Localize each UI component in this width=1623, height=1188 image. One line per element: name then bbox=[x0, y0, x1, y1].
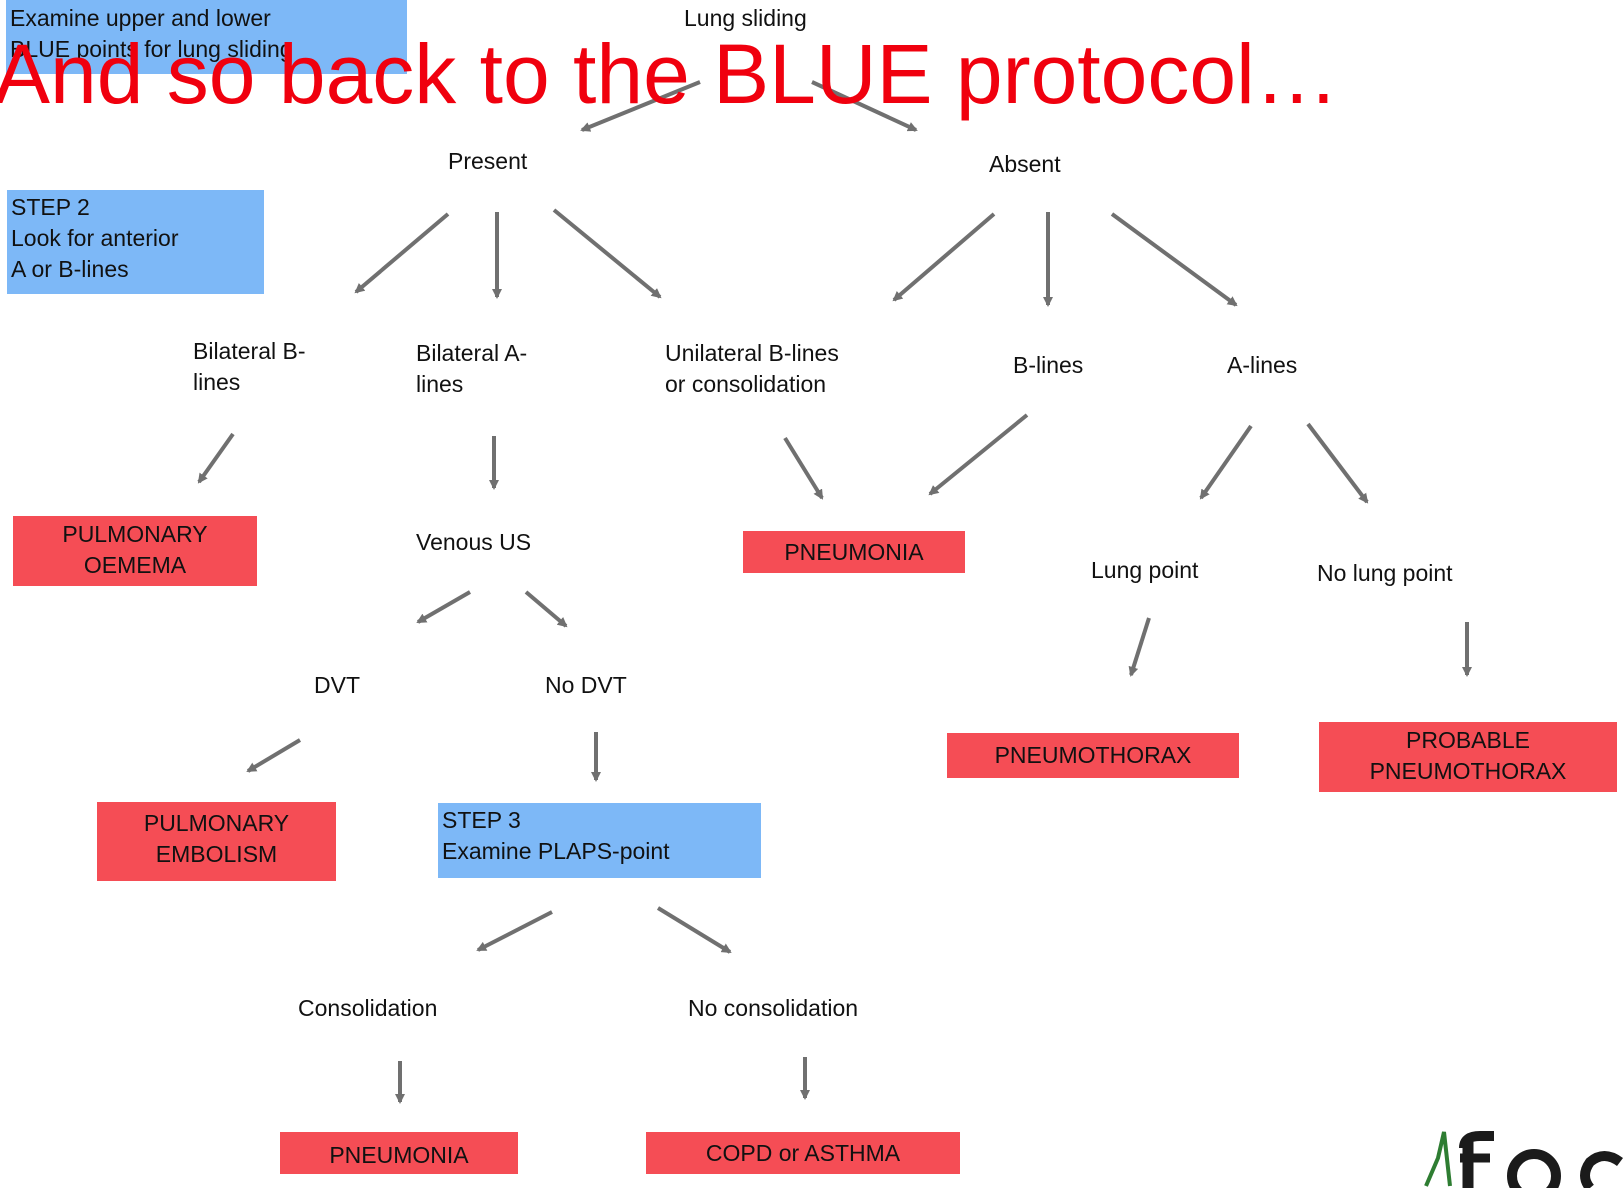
arrow-step3-to-consolidation bbox=[476, 910, 553, 952]
label-lung-point: Lung point bbox=[1091, 557, 1199, 583]
bilateral-b-line-1: Bilateral B- bbox=[193, 338, 306, 364]
arrow-sliding-to-absent bbox=[811, 80, 918, 132]
outcome-pneumonia-lower: PNEUMONIA bbox=[280, 1132, 518, 1174]
outcome-probable-pneumothorax: PROBABLE PNEUMOTHORAX bbox=[1319, 722, 1617, 792]
arrow-bilateral-b-to-oedema bbox=[197, 432, 235, 484]
step1-line-2: BLUE points for lung sliding bbox=[10, 36, 293, 62]
step2-box: STEP 2 Look for anterior A or B-lines bbox=[7, 190, 264, 294]
label-present: Present bbox=[448, 148, 528, 174]
slide-title: And so back to the BLUE protocol… bbox=[0, 27, 1339, 121]
step2-line-1: STEP 2 bbox=[11, 194, 90, 220]
outcome-copd-asthma: COPD or ASTHMA bbox=[646, 1132, 960, 1174]
label-no-lung-point: No lung point bbox=[1317, 560, 1453, 586]
arrow-dvt-to-embolism bbox=[246, 738, 302, 773]
embolism-line-1: PULMONARY bbox=[143, 810, 290, 836]
step1-box: Examine upper and lower BLUE points for … bbox=[6, 0, 407, 74]
arrow-b-lines-to-pneumonia bbox=[928, 413, 1029, 496]
arrow-a-lines-to-no-lung-point bbox=[1306, 422, 1369, 504]
bilateral-a-line-1: Bilateral A- bbox=[416, 340, 528, 366]
step1-line-1: Examine upper and lower bbox=[10, 5, 271, 31]
label-venous-us: Venous US bbox=[416, 529, 532, 555]
label-absent: Absent bbox=[989, 151, 1061, 177]
arrow-present-to-bilateral-b bbox=[354, 212, 450, 294]
probable-line-2: PNEUMOTHORAX bbox=[1369, 758, 1567, 784]
arrow-absent-to-left bbox=[892, 212, 996, 302]
outcome-pneumonia-upper: PNEUMONIA bbox=[743, 531, 965, 573]
arrow-a-lines-to-lung-point bbox=[1199, 424, 1253, 500]
label-unilateral-b-lines: Unilateral B-lines or consolidation bbox=[665, 338, 839, 400]
label-dvt: DVT bbox=[314, 672, 360, 698]
arrow-sliding-to-present bbox=[580, 80, 701, 132]
arrow-venous-to-dvt bbox=[416, 590, 471, 624]
label-no-dvt: No DVT bbox=[545, 672, 627, 698]
outcome-pneumothorax: PNEUMOTHORAX bbox=[947, 733, 1239, 778]
label-bilateral-b-lines: Bilateral B- lines bbox=[193, 336, 305, 398]
step3-line-1: STEP 3 bbox=[442, 807, 521, 833]
arrow-unilateral-to-pneumonia bbox=[783, 436, 824, 500]
label-a-lines: A-lines bbox=[1227, 352, 1298, 378]
arrow-lung-point-to-pneumothorax bbox=[1128, 617, 1151, 677]
label-no-consolidation: No consolidation bbox=[688, 995, 859, 1021]
arrow-venous-to-no-dvt bbox=[524, 590, 568, 628]
step2-line-2: Look for anterior bbox=[11, 225, 179, 251]
label-consolidation: Consolidation bbox=[298, 995, 438, 1021]
outcome-pulmonary-embolism: PULMONARY EMBOLISM bbox=[97, 802, 336, 881]
partial-logo-icon bbox=[1424, 1131, 1623, 1188]
arrow-present-to-unilateral-b bbox=[552, 208, 662, 299]
label-b-lines: B-lines bbox=[1013, 352, 1084, 378]
bilateral-b-line-2: lines bbox=[193, 369, 241, 395]
unilateral-b-line-2: or consolidation bbox=[665, 371, 827, 397]
oedema-line-2: OEMEMA bbox=[83, 552, 187, 578]
outcome-pulmonary-oedema: PULMONARY OEMEMA bbox=[13, 516, 257, 586]
oedema-line-1: PULMONARY bbox=[62, 521, 208, 547]
step2-line-3: A or B-lines bbox=[11, 256, 129, 282]
step3-box: STEP 3 Examine PLAPS-point bbox=[438, 803, 761, 878]
label-lung-sliding: Lung sliding bbox=[684, 5, 807, 31]
arrow-absent-to-a-lines bbox=[1110, 212, 1238, 307]
unilateral-b-line-1: Unilateral B-lines bbox=[665, 340, 839, 366]
embolism-line-2: EMBOLISM bbox=[155, 841, 278, 867]
arrow-step3-to-no-consolidation bbox=[656, 906, 732, 954]
probable-line-1: PROBABLE bbox=[1406, 727, 1530, 753]
bilateral-a-line-2: lines bbox=[416, 371, 464, 397]
label-bilateral-a-lines: Bilateral A- lines bbox=[416, 338, 527, 400]
step3-line-2: Examine PLAPS-point bbox=[442, 838, 670, 864]
